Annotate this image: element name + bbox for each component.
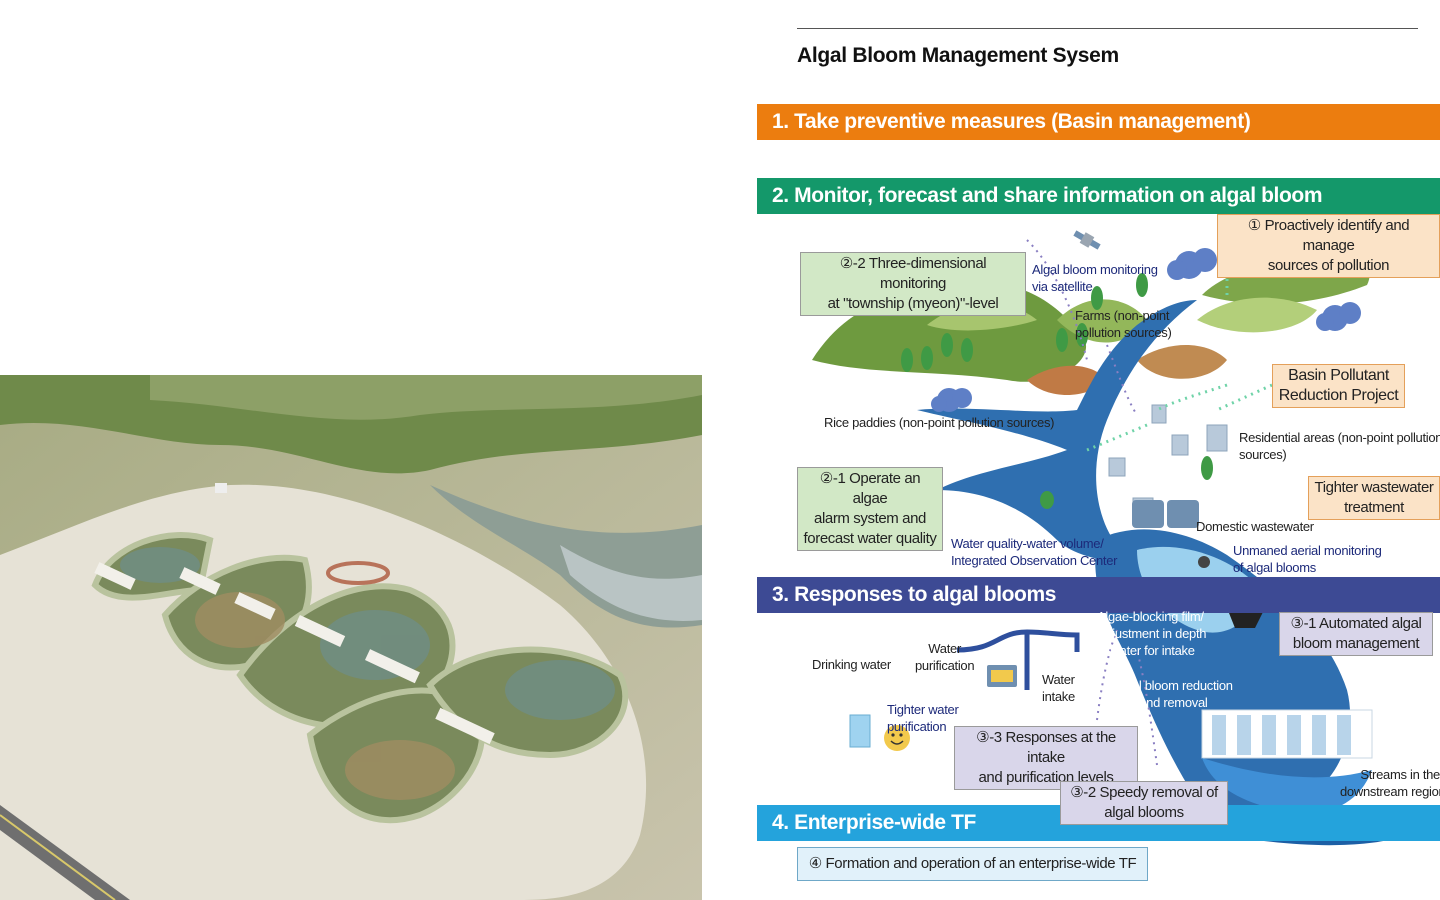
label-line: of water for intake [1097, 643, 1195, 658]
label-line: Unmaned aerial monitoring [1233, 543, 1382, 558]
box-line: algal blooms [1104, 804, 1184, 821]
box-line: Basin Pollutant [1288, 367, 1389, 384]
label-line: downstream region [1340, 784, 1440, 799]
box-line: ②-2 Three-dimensional monitoring [839, 255, 987, 292]
box-line: ③-1 Automated algal [1290, 615, 1422, 632]
label-line: purification [915, 658, 975, 673]
farms-label: Farms (non-point pollution sources) [1075, 307, 1172, 341]
tighter-water-purification-label: Tighter water purification [887, 701, 959, 735]
section-1-bar: 1. Take preventive measures (Basin manag… [757, 104, 1440, 140]
box-line: sources of pollution [1267, 257, 1390, 274]
speedy-removal-box: ③-2 Speedy removal of algal blooms [1060, 781, 1228, 825]
box-line: treatment [1344, 499, 1404, 516]
water-intake-label: Water intake [1042, 671, 1075, 705]
label-line: Algal bloom monitoring [1032, 262, 1158, 277]
section-3-bar: 3. Responses to algal blooms [757, 577, 1440, 613]
section-2-bar: 2. Monitor, forecast and share informati… [757, 178, 1440, 214]
label-line: Tighter water [887, 702, 959, 717]
box-line: ③-2 Speedy removal of [1070, 784, 1218, 801]
label-line: intake [1042, 689, 1075, 704]
page-title: Algal Bloom Management Sysem [797, 44, 1119, 67]
label-line: Adjustment in depth [1097, 626, 1207, 641]
label-line: Farms (non-point [1075, 308, 1170, 323]
enterprise-tf-box: ④ Formation and operation of an enterpri… [797, 847, 1148, 881]
label-line: Residential areas (non-point pollution [1239, 430, 1440, 445]
algae-film-label: Algae-blocking film/ Adjustment in depth… [1097, 608, 1207, 659]
residential-label: Residential areas (non-point pollution s… [1239, 429, 1440, 463]
label-line: of algal blooms [1233, 560, 1316, 575]
bloom-reduction-label: Algal bloom reduction and removal [1114, 677, 1233, 711]
label-line: Water [1042, 672, 1075, 687]
label-line: Algal bloom reduction [1114, 678, 1233, 693]
label-line: sources) [1239, 447, 1287, 462]
tighter-wastewater-box: Tighter wastewater treatment [1308, 476, 1440, 520]
box-line: Tighter wastewater [1314, 479, 1434, 496]
box-line: ③-3 Responses at the intake [976, 729, 1116, 766]
box-line: bloom management [1292, 635, 1420, 652]
proactive-pollution-box: ① Proactively identify and manage source… [1217, 214, 1440, 278]
intake-responses-box: ③-3 Responses at the intake and purifica… [954, 726, 1138, 790]
water-purification-label: Water purification [915, 640, 975, 674]
label-line: pollution sources) [1075, 325, 1172, 340]
box-line: alarm system and [814, 510, 926, 527]
top-rule [797, 28, 1418, 29]
observation-center-label: Water quality-water volume/ Integrated O… [951, 535, 1117, 569]
box-line: at "township (myeon)"-level [827, 295, 999, 312]
box-line: forecast water quality [803, 530, 937, 547]
rice-paddies-label: Rice paddies (non-point pollution source… [824, 415, 1055, 430]
uav-monitoring-label: Unmaned aerial monitoring of algal bloom… [1233, 542, 1382, 576]
satellite-label: Algal bloom monitoring via satellite [1032, 261, 1158, 295]
aerial-wetland-photo [0, 375, 702, 900]
box-line: Reduction Project [1278, 387, 1399, 404]
label-line: Streams in the [1360, 767, 1440, 782]
three-dimensional-monitoring-box: ②-2 Three-dimensional monitoring at "tow… [800, 252, 1026, 316]
label-line: via satellite [1032, 279, 1093, 294]
downstream-label: Streams in the downstream region [1340, 766, 1440, 800]
basin-pollutant-box: Basin Pollutant Reduction Project [1272, 364, 1405, 408]
algae-alarm-box: ②-1 Operate an algae alarm system and fo… [797, 467, 943, 551]
label-line: purification [887, 719, 947, 734]
box-line: ① Proactively identify and manage [1247, 217, 1410, 254]
label-line: Integrated Observation Center [951, 553, 1118, 568]
label-line: Water [928, 641, 961, 656]
domestic-wastewater-label: Domestic wastewater [1196, 519, 1314, 534]
automated-management-box: ③-1 Automated algal bloom management [1279, 612, 1433, 656]
box-line: ②-1 Operate an algae [819, 470, 921, 507]
label-line: Water quality-water volume/ [951, 536, 1104, 551]
label-line: Algae-blocking film/ [1097, 609, 1204, 624]
label-line: and removal [1139, 695, 1208, 710]
drinking-water-label: Drinking water [812, 657, 891, 672]
